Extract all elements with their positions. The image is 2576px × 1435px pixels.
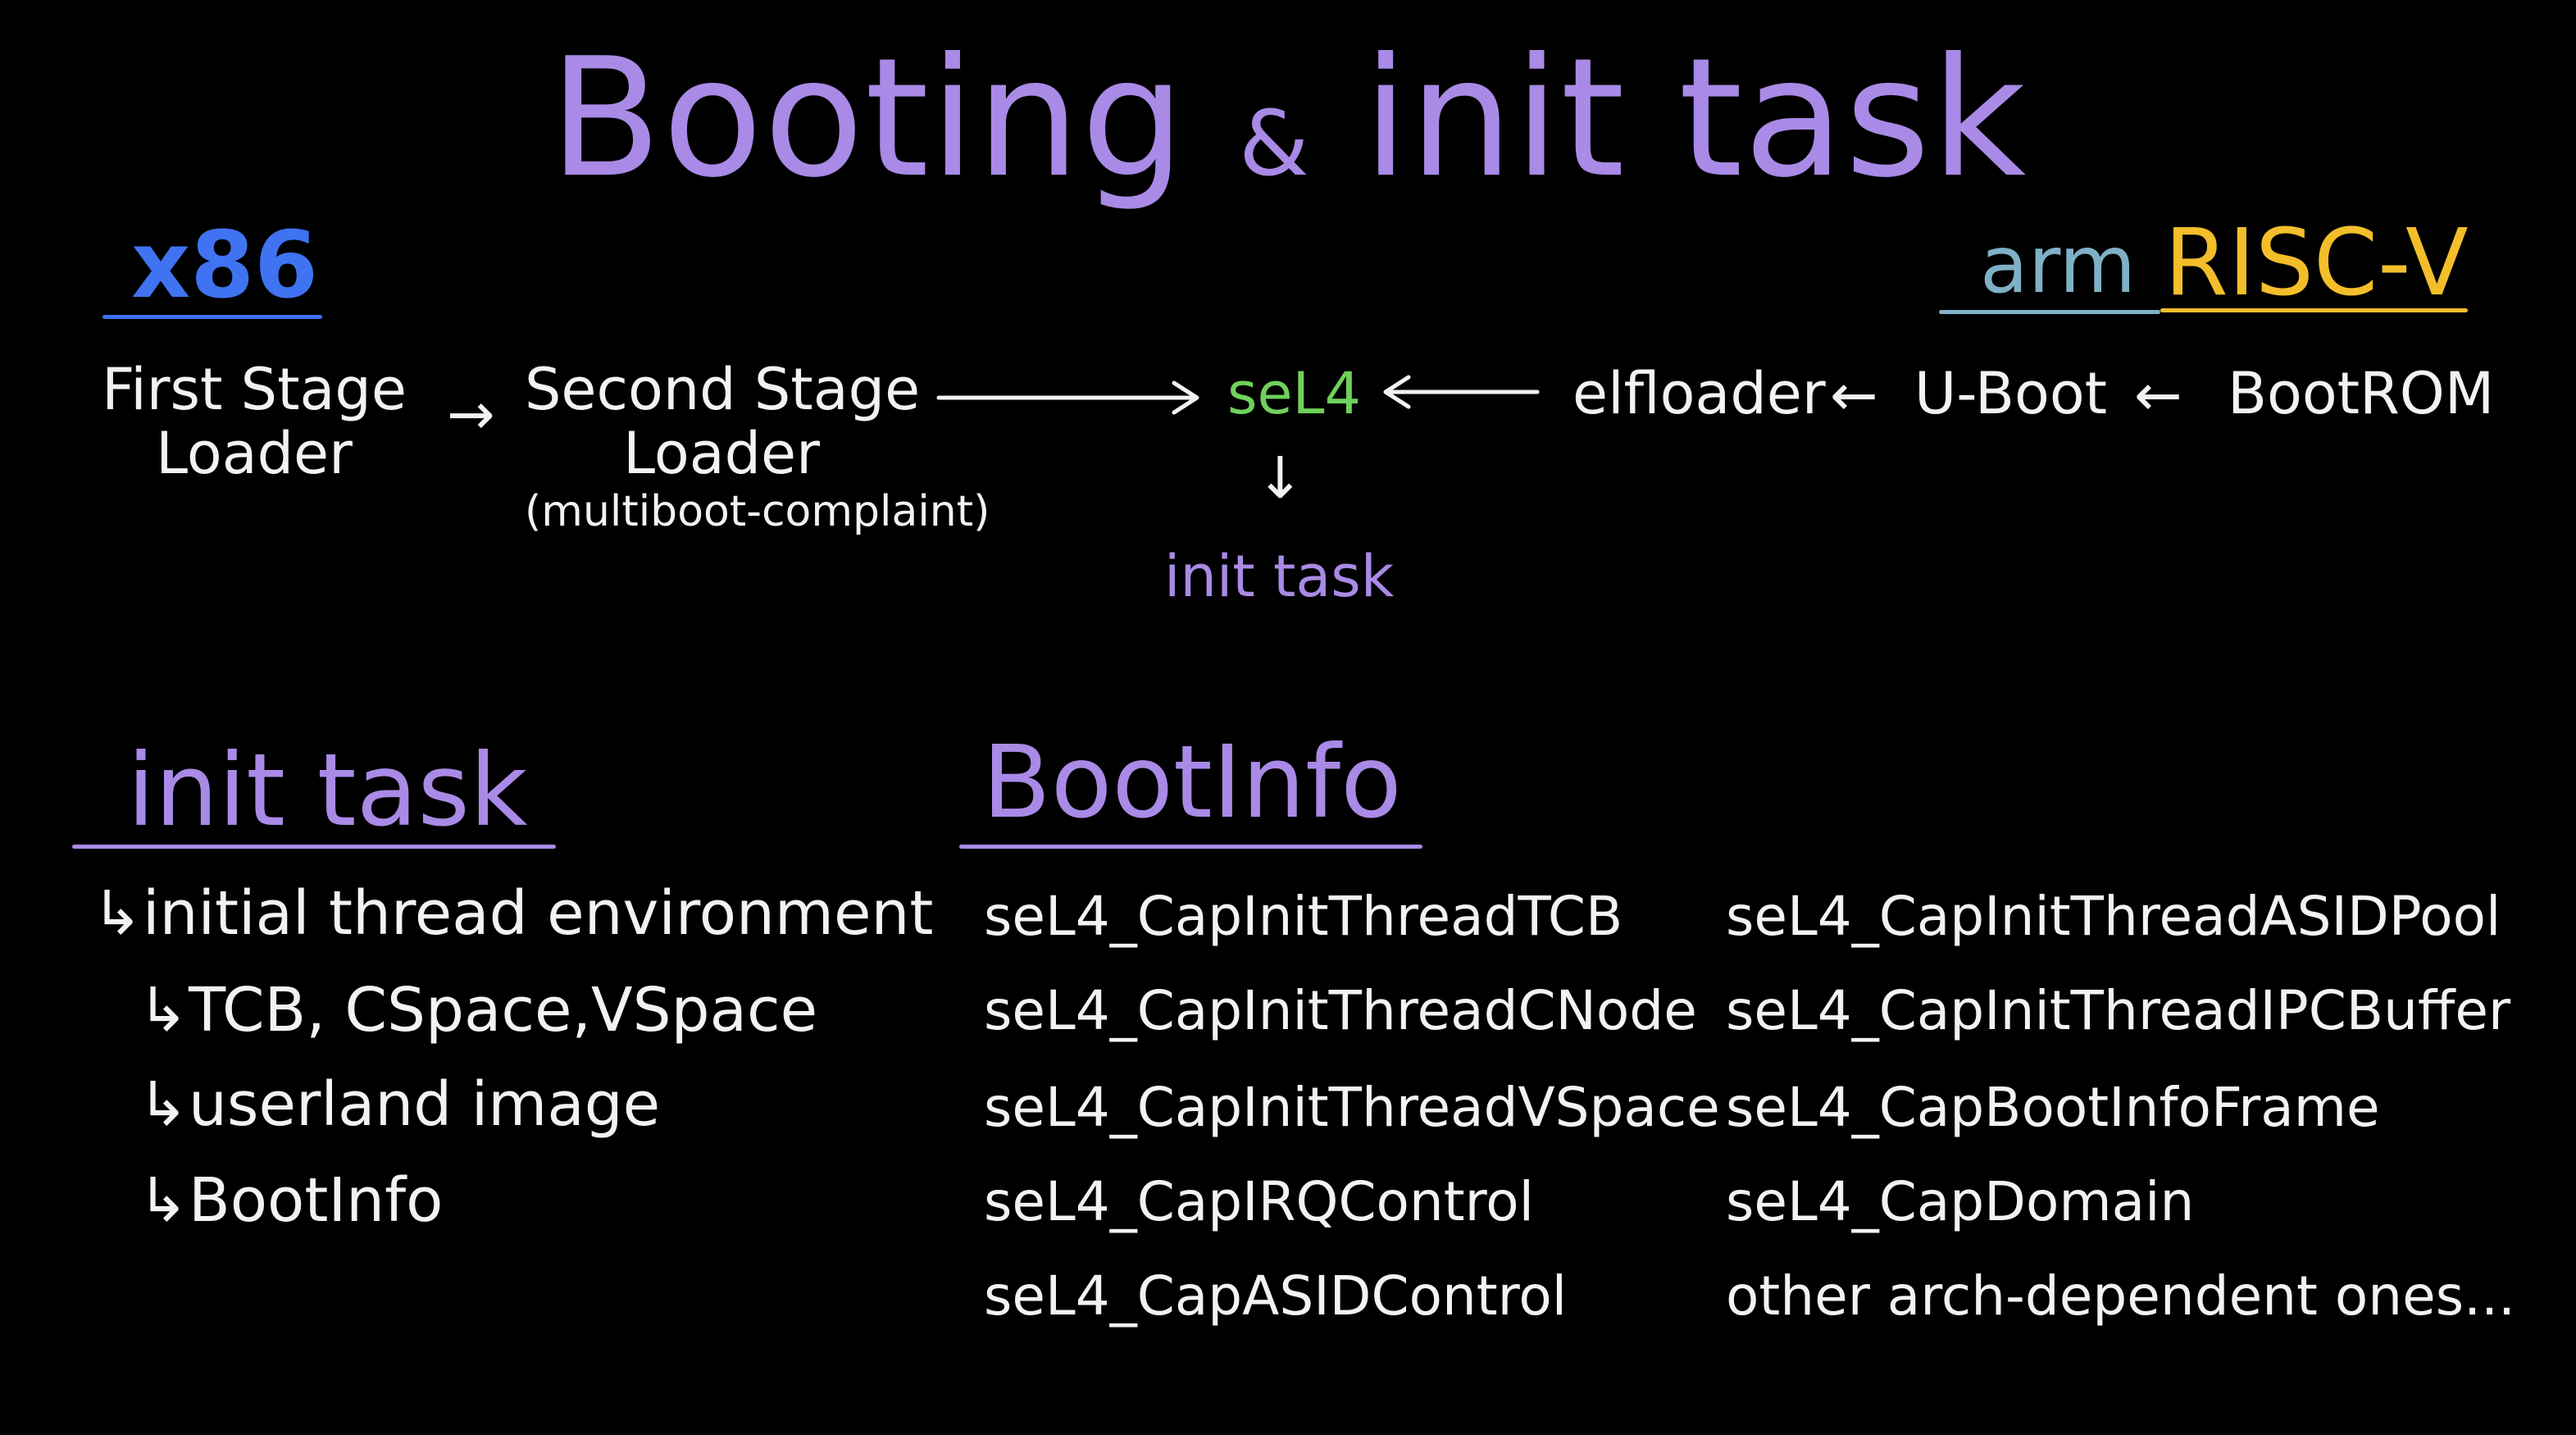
arrow-second-to-sel4 — [936, 380, 1199, 415]
x86-label: x86 — [131, 212, 319, 319]
second-stage-line2: Loader — [623, 420, 820, 487]
list-item-userland-image: ↳userland image — [138, 1069, 661, 1140]
title-rest: init task — [1363, 23, 2028, 214]
arrow-elfloader-to-sel4 — [1383, 375, 1540, 409]
cap-domain: seL4_CapDomain — [1726, 1170, 2195, 1233]
list-item-tcb-cspace-vspace: ↳TCB, CSpace,VSpace — [138, 975, 818, 1046]
init-task-node: init task — [1164, 543, 1395, 610]
cap-irq-control: seL4_CapIRQControl — [984, 1170, 1535, 1233]
arrow-bootrom-to-uboot: ← — [2134, 362, 2182, 429]
title-main: Booting — [548, 23, 1186, 214]
bootrom-node: BootROM — [2228, 360, 2495, 427]
bullet-icon: ↳ — [138, 1069, 189, 1140]
cap-other-arch-dependent: other arch-dependent ones... — [1726, 1264, 2516, 1328]
second-stage-note: (multiboot-complaint) — [525, 487, 990, 536]
list-item-bootinfo: ↳BootInfo — [138, 1165, 444, 1236]
cap-init-thread-vspace: seL4_CapInitThreadVSpace — [984, 1076, 1720, 1139]
cap-init-thread-ipc-buffer: seL4_CapInitThreadIPCBuffer — [1726, 979, 2511, 1042]
arm-label: arm — [1980, 219, 2137, 311]
elfloader-node: elfloader — [1572, 360, 1826, 427]
bullet-icon: ↳ — [92, 878, 143, 949]
x86-underline — [102, 315, 322, 319]
cap-init-thread-asid-pool: seL4_CapInitThreadASIDPool — [1726, 885, 2501, 948]
init-task-underline — [72, 845, 556, 849]
second-stage-line1: Second Stage — [525, 356, 921, 423]
arm-underline — [1939, 310, 2160, 314]
bootinfo-heading: BootInfo — [982, 724, 1402, 840]
cap-bootinfo-frame: seL4_CapBootInfoFrame — [1726, 1076, 2380, 1139]
cap-init-thread-cnode: seL4_CapInitThreadCNode — [984, 979, 1697, 1042]
riscv-label: RISC-V — [2164, 210, 2469, 317]
arrow-first-to-second: → — [447, 380, 495, 448]
arrow-sel4-to-init: ↓ — [1256, 444, 1304, 512]
uboot-node: U-Boot — [1914, 360, 2108, 427]
cap-asid-control: seL4_CapASIDControl — [984, 1264, 1568, 1328]
first-stage-line2: Loader — [156, 420, 353, 487]
second-stage-loader: Second Stage Loader (multiboot-complaint… — [525, 356, 990, 536]
title-ampersand: & — [1238, 91, 1310, 196]
page-title: Booting & init task — [0, 37, 2576, 201]
first-stage-loader: First Stage Loader — [90, 361, 418, 482]
sel4-node: seL4 — [1227, 360, 1362, 427]
bullet-icon: ↳ — [138, 975, 189, 1046]
list-item-initial-thread: ↳initial thread environment — [92, 878, 934, 949]
arrow-uboot-to-elfloader: ← — [1830, 362, 1878, 429]
riscv-underline — [2160, 308, 2468, 312]
bullet-icon: ↳ — [138, 1165, 189, 1236]
init-task-heading: init task — [127, 732, 528, 849]
bootinfo-underline — [959, 845, 1422, 849]
first-stage-line1: First Stage — [102, 356, 407, 423]
cap-init-thread-tcb: seL4_CapInitThreadTCB — [984, 885, 1623, 948]
